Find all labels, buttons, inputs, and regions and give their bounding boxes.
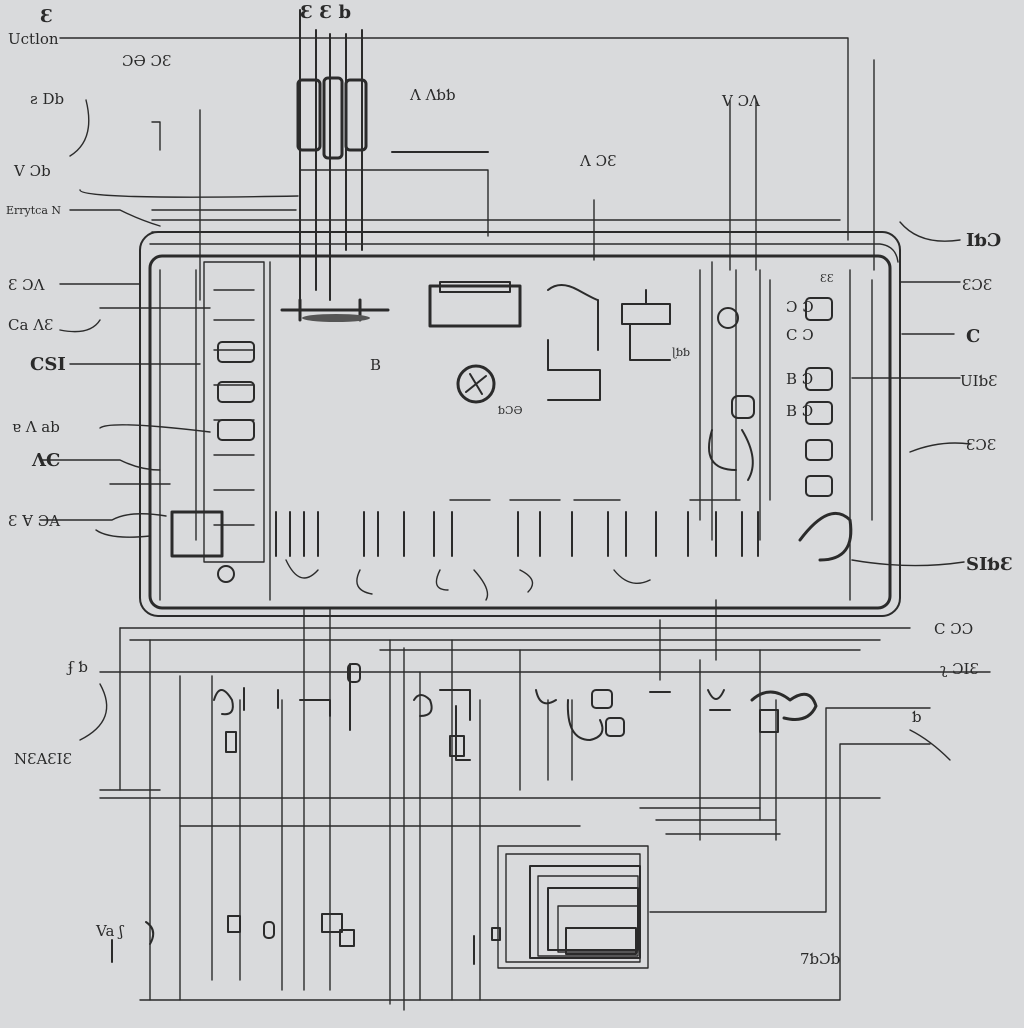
label-top-1: Ɛ Ɛ b: [300, 2, 351, 23]
labels-panel: B Ɔ Ɔ C Ɔ B Ɔ B Ɔ ƅƆƏ ɭƅƅ ƐƐ: [370, 272, 834, 420]
label-panel-6: ɭƅƅ: [672, 346, 690, 359]
left-terminal-block: [159, 261, 271, 601]
left-connector-2: [217, 381, 255, 403]
label-left-6: CSI: [30, 354, 66, 375]
label-left-11: NƐAƐIƐ: [14, 750, 72, 768]
label-left-3: Errytca N: [6, 204, 61, 217]
right-switch-1: [805, 297, 833, 321]
label-panel-4: B Ɔ: [786, 402, 813, 420]
label-panel-1: Ɔ Ɔ: [786, 298, 814, 316]
harness-plug-mid: [322, 76, 344, 160]
left-knob: [217, 565, 235, 583]
right-leads: [851, 281, 971, 567]
label-panel-3: B Ɔ: [786, 370, 813, 388]
rotary-dial: [456, 364, 496, 404]
label-left-9: Ɛ Ɐ ƆA: [8, 512, 60, 530]
label-top-4: V ƆΛ: [721, 92, 760, 110]
panel-inner-frame: [148, 254, 892, 610]
right-bent-wire: [798, 511, 853, 562]
label-left-7: ɐ Ʌ ab: [12, 418, 60, 436]
right-switch-3: [805, 401, 833, 425]
terminal-strip: [275, 499, 759, 601]
label-left-8: ΛC: [31, 450, 60, 471]
label-right-7: ʅ ƆIƐ: [940, 660, 979, 678]
label-right-1: ƐƆƐ: [962, 276, 992, 294]
label-right-4: ƐƆƐ: [966, 436, 996, 454]
label-panel-2: C Ɔ: [786, 326, 814, 344]
harness-plug-right: [344, 78, 368, 152]
label-top-2: ƆƏ ƆƐ: [122, 52, 171, 70]
label-left-10: ʄ ƅ: [66, 658, 88, 676]
harness-plug-left: [296, 78, 322, 152]
label-left-1: ƨ Db: [30, 90, 64, 108]
labels-right: IƅƆ ƐƆƐ C UIƅƐ ƐƆƐ SIƅƐ C ƆƆ ʅ ƆIƐ ƅ 7ƅƆ…: [800, 230, 1013, 968]
labels-left: Uctlon ƨ Db V Ɔb Errytca N Ɛ ƆΛ Ca ΛƐ CS…: [6, 30, 124, 940]
right-switch-4: [805, 439, 833, 461]
right-switch-5: [805, 475, 833, 497]
right-indicator: [717, 307, 739, 329]
left-connector-3: [217, 419, 255, 441]
lower-components: [213, 663, 951, 761]
right-switch-2: [805, 367, 833, 391]
label-right-5: SIƅƐ: [966, 554, 1013, 575]
label-right-2: C: [966, 326, 980, 347]
label-left-2: V Ɔb: [13, 162, 51, 180]
label-panel-0: B: [370, 356, 381, 374]
label-right-0: IƅƆ: [966, 230, 1001, 251]
labels-top: Ɛ Ɛ Ɛ b ƆƏ ƆƐ Λ Ʌƅƅ V ƆΛ Ʌ ƆƐ: [40, 2, 760, 170]
label-right-8: ƅ: [912, 708, 922, 726]
label-top-3: Λ Ʌƅƅ: [409, 86, 456, 104]
label-right-9: 7ƅƆƅ: [800, 950, 840, 968]
bottom-connectors: [111, 913, 501, 965]
label-left-12: Va ʃ: [95, 922, 124, 940]
label-left-5: Ca ΛƐ: [8, 316, 53, 334]
label-right-6: C ƆƆ: [934, 620, 973, 638]
relay-block: [428, 284, 522, 328]
label-panel-5: ƅƆƏ: [498, 404, 522, 417]
left-connector-4: [170, 510, 224, 558]
right-terminal-block: [699, 261, 873, 601]
label-top-5: Ʌ ƆƐ: [579, 152, 616, 170]
left-terminal-frame: [203, 261, 265, 563]
label-right-3: UIƅƐ: [960, 372, 998, 390]
top-harness: [59, 9, 961, 301]
label-top-0: Ɛ: [40, 6, 53, 27]
nested-box: [497, 845, 649, 969]
panel-top-rail: [149, 243, 899, 263]
left-connector-1: [217, 341, 255, 363]
lower-wiring: [79, 599, 991, 1011]
upper-components: [280, 281, 671, 404]
label-left-4: Ɛ ƆΛ: [8, 276, 45, 294]
left-leads: [39, 209, 211, 538]
label-left-0: Uctlon: [8, 30, 59, 48]
label-panel-7: ƐƐ: [820, 272, 834, 285]
